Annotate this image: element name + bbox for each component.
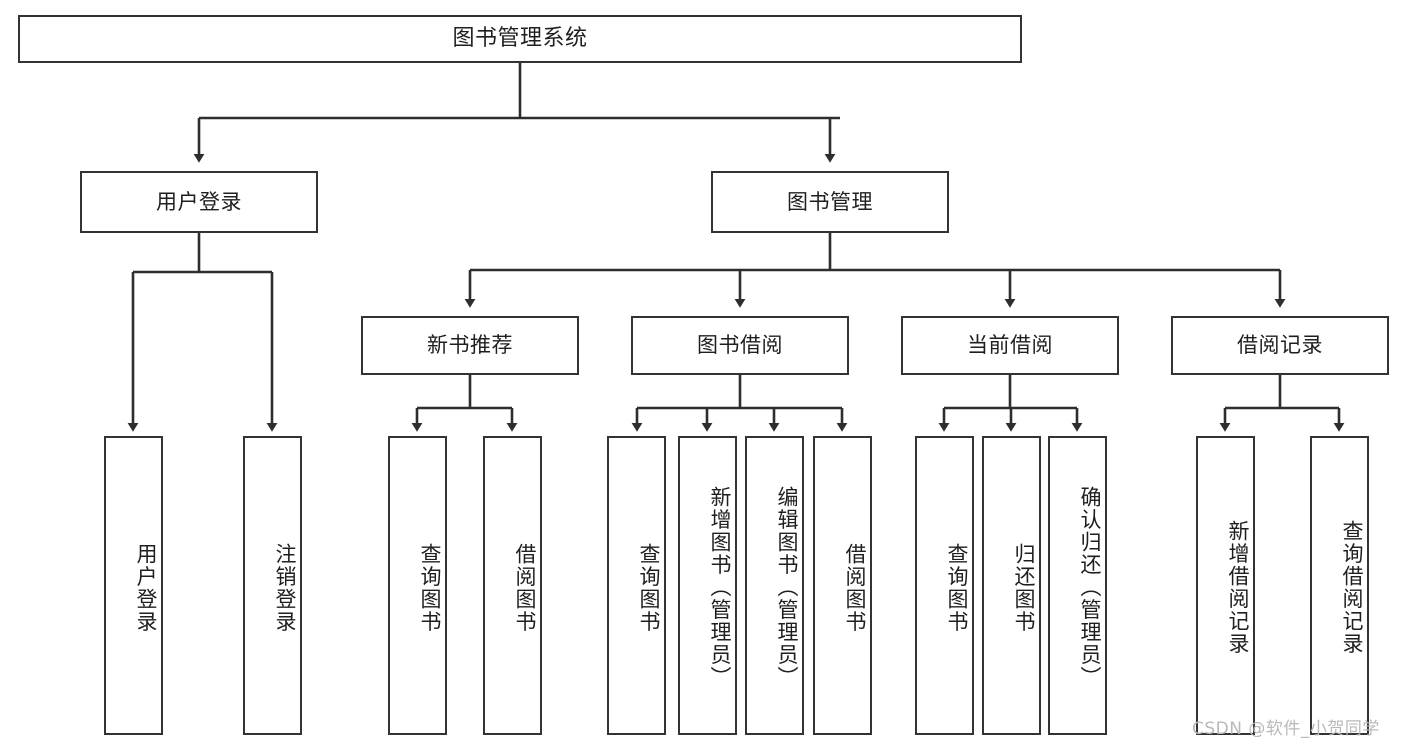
csdn-watermark: CSDN @软件_小贺同学	[1192, 719, 1380, 739]
node-leaf-user-logout[interactable]: 注销登录	[243, 436, 302, 735]
node-leaf-query-book-1[interactable]: 查询图书	[388, 436, 447, 735]
node-leaf-edit-book[interactable]: 编辑图书（管理员）	[745, 436, 804, 735]
node-new-book-recommend[interactable]: 新书推荐	[361, 316, 579, 375]
node-leaf-confirm-return[interactable]: 确认归还（管理员）	[1048, 436, 1107, 735]
node-user-login-label: 用户登录	[156, 189, 242, 214]
node-book-borrow-label: 图书借阅	[697, 333, 783, 358]
node-book-manage[interactable]: 图书管理	[711, 171, 949, 233]
node-leaf-confirm-return-label: 确认归还（管理员）	[1078, 486, 1102, 689]
node-leaf-return-book[interactable]: 归还图书	[982, 436, 1041, 735]
node-leaf-borrow-book-1[interactable]: 借阅图书	[483, 436, 542, 735]
node-leaf-query-book-1-label: 查询图书	[418, 542, 442, 633]
node-leaf-add-book[interactable]: 新增图书（管理员）	[678, 436, 737, 735]
node-leaf-user-login-label: 用户登录	[134, 542, 158, 633]
node-leaf-query-book-3[interactable]: 查询图书	[915, 436, 974, 735]
node-leaf-borrow-book-2[interactable]: 借阅图书	[813, 436, 872, 735]
node-leaf-borrow-book-1-label: 借阅图书	[513, 542, 537, 633]
node-leaf-borrow-book-2-label: 借阅图书	[843, 542, 867, 633]
node-leaf-query-record[interactable]: 查询借阅记录	[1310, 436, 1369, 735]
node-current-borrow-label: 当前借阅	[967, 333, 1053, 358]
node-leaf-add-record-label: 新增借阅记录	[1226, 520, 1250, 655]
node-leaf-return-book-label: 归还图书	[1012, 542, 1036, 633]
node-leaf-user-login[interactable]: 用户登录	[104, 436, 163, 735]
node-leaf-query-book-2[interactable]: 查询图书	[607, 436, 666, 735]
node-root[interactable]: 图书管理系统	[18, 15, 1022, 63]
node-root-label: 图书管理系统	[452, 26, 588, 52]
node-book-borrow[interactable]: 图书借阅	[631, 316, 849, 375]
node-leaf-add-book-label: 新增图书（管理员）	[708, 486, 732, 689]
node-leaf-query-book-2-label: 查询图书	[637, 542, 661, 633]
node-leaf-add-record[interactable]: 新增借阅记录	[1196, 436, 1255, 735]
node-leaf-query-record-label: 查询借阅记录	[1340, 520, 1364, 655]
node-borrow-record-label: 借阅记录	[1237, 333, 1323, 358]
node-user-login[interactable]: 用户登录	[80, 171, 318, 233]
node-current-borrow[interactable]: 当前借阅	[901, 316, 1119, 375]
node-leaf-edit-book-label: 编辑图书（管理员）	[775, 486, 799, 689]
node-leaf-query-book-3-label: 查询图书	[945, 542, 969, 633]
node-book-manage-label: 图书管理	[787, 189, 873, 214]
node-leaf-user-logout-label: 注销登录	[273, 542, 297, 633]
node-new-book-recommend-label: 新书推荐	[427, 333, 513, 358]
node-borrow-record[interactable]: 借阅记录	[1171, 316, 1389, 375]
